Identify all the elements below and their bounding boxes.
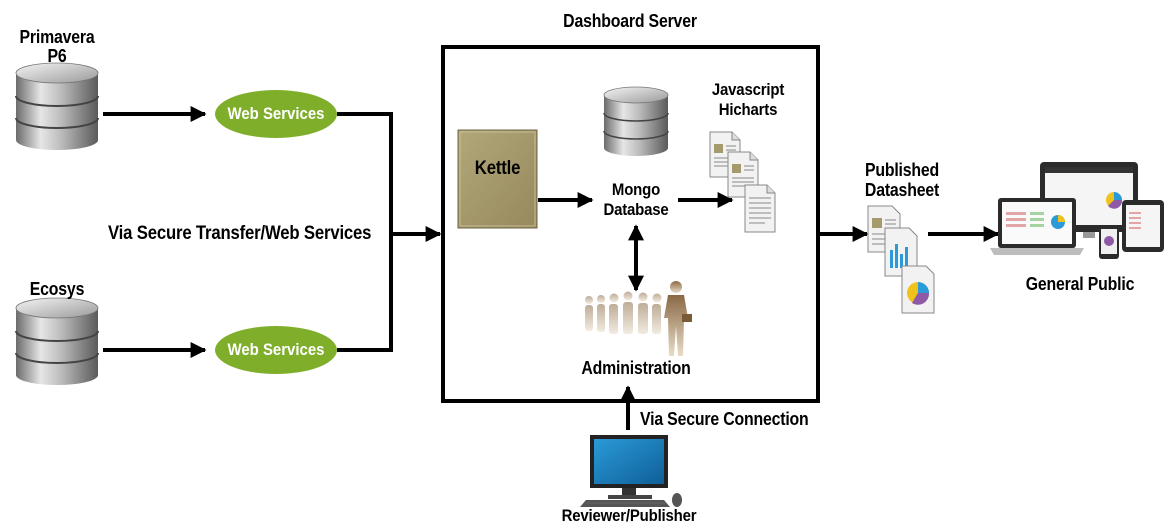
kettle-label: Kettle [474, 158, 521, 179]
dashboard-server-title: Dashboard Server [563, 11, 697, 31]
javascript-hicharts-label: Javascript Hicharts [711, 80, 785, 119]
javascript-documents-icon [709, 131, 776, 233]
web-services-bottom-ellipse [215, 326, 337, 374]
secure-connection-label: Via Secure Connection [640, 409, 809, 429]
desktop-computer-icon [580, 435, 682, 507]
web-services-bottom-label: Web Services [227, 340, 325, 359]
mongo-database-icon [603, 86, 669, 156]
web-services-top-ellipse [215, 90, 337, 138]
connector-lines [103, 106, 1000, 430]
kettle-box [457, 129, 538, 229]
transfer-label: Via Secure Transfer/Web Services [108, 223, 372, 244]
primavera-label: Primavera P6 [19, 27, 95, 66]
devices-icon [990, 162, 1164, 259]
reviewer-publisher-label: Reviewer/Publisher [561, 506, 697, 525]
web-services-top-label: Web Services [227, 104, 325, 123]
people-silhouettes-icon [585, 281, 692, 356]
mongo-database-label: Mongo Database [603, 180, 669, 219]
dashboard-server-box [441, 45, 820, 403]
ecosys-label: Ecosys [29, 279, 85, 299]
administration-label: Administration [581, 358, 691, 378]
published-datasheet-icon [867, 205, 935, 314]
ecosys-database-icon [15, 297, 99, 385]
published-datasheet-label: Published Datasheet [864, 160, 940, 200]
primavera-database-icon [15, 62, 99, 150]
general-public-label: General Public [1025, 274, 1135, 294]
